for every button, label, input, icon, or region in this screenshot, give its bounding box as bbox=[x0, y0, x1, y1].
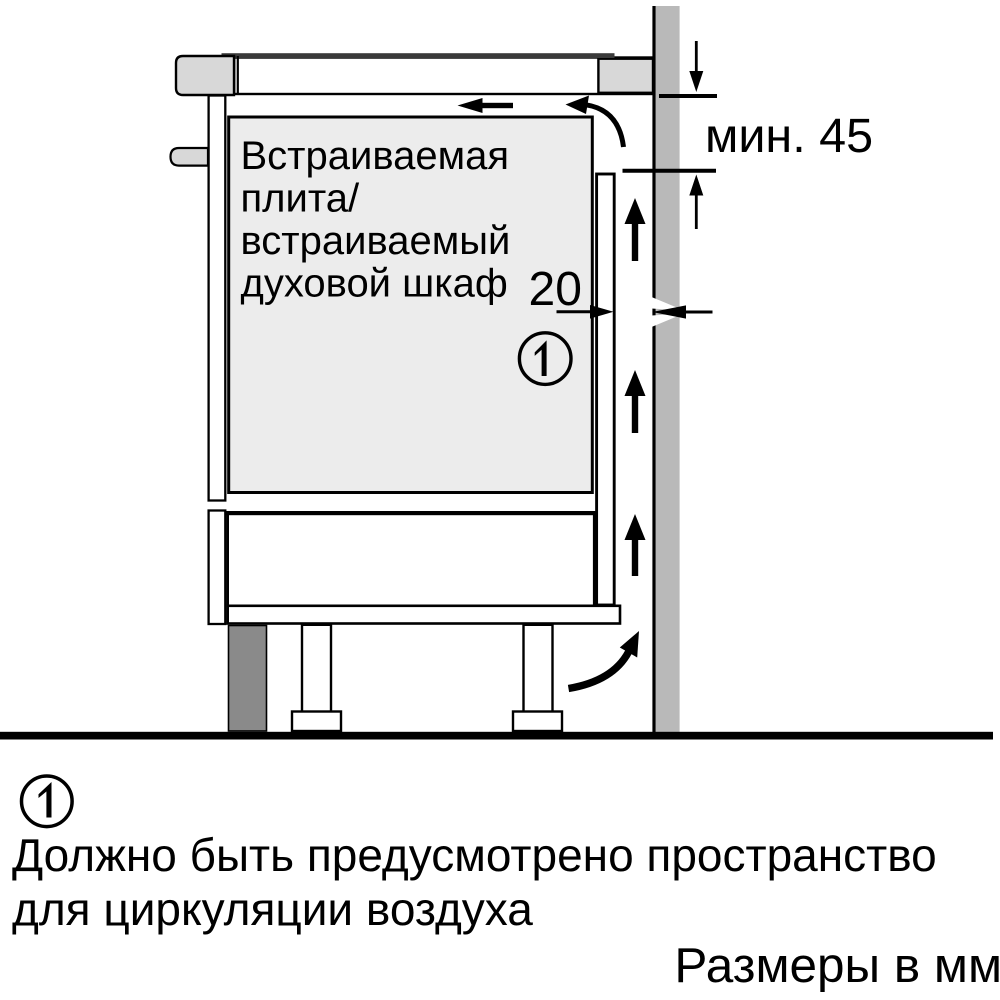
svg-text:20: 20 bbox=[529, 263, 582, 316]
svg-text:Размеры в мм: Размеры в мм bbox=[674, 938, 1000, 993]
svg-text:Встраиваемая: Встраиваемая bbox=[241, 134, 510, 178]
svg-text:мин. 45: мин. 45 bbox=[705, 109, 873, 163]
svg-text:для циркуляции воздуха: для циркуляции воздуха bbox=[12, 883, 533, 935]
svg-text:встраиваемый: встраиваемый bbox=[241, 219, 511, 263]
svg-text:Должно быть предусмотрено прос: Должно быть предусмотрено пространство bbox=[12, 829, 937, 881]
svg-text:плита/: плита/ bbox=[241, 177, 360, 221]
svg-text:духовой шкаф: духовой шкаф bbox=[241, 262, 508, 306]
